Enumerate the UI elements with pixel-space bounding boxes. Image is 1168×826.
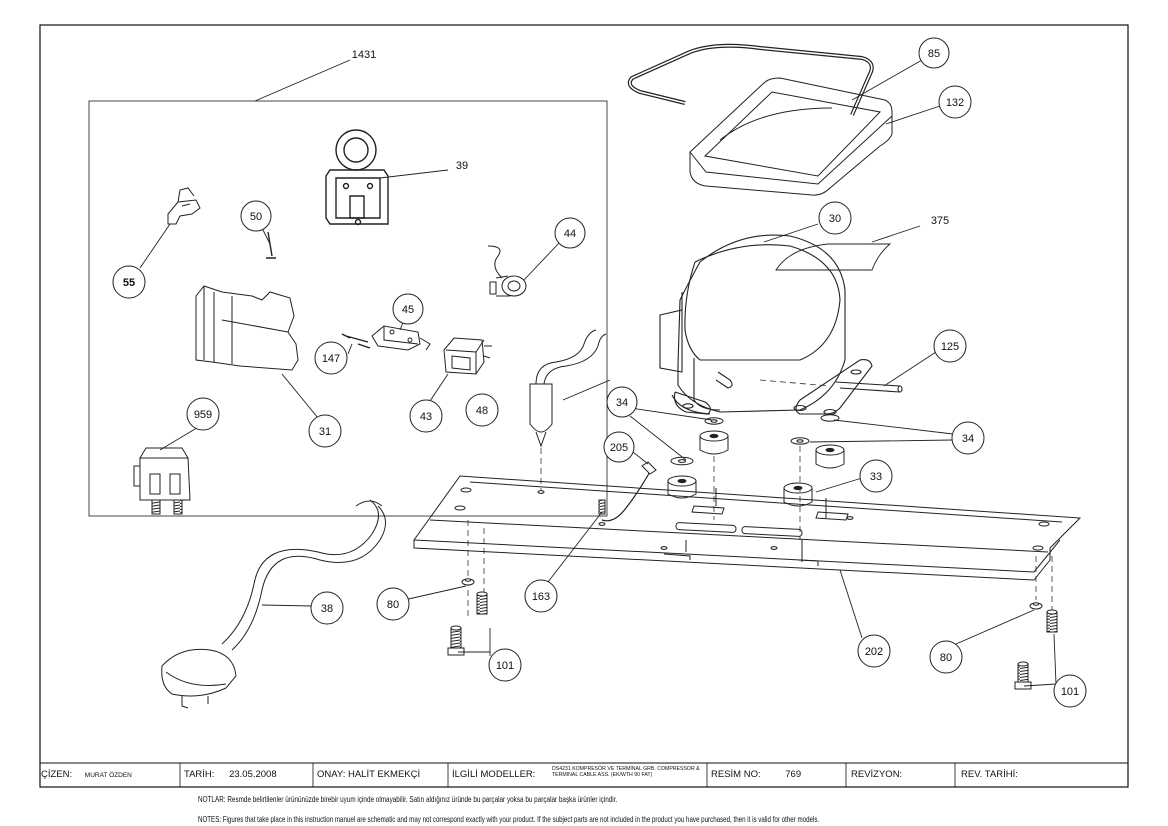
- onay-cell: ONAY: HALİT EKMEKÇİ: [317, 764, 447, 786]
- base-plate-202: [413, 475, 1082, 581]
- callout-205: 205: [610, 442, 628, 454]
- overload-45: [371, 325, 431, 351]
- callout-31: 31: [319, 426, 331, 438]
- callout-125: 125: [941, 341, 959, 353]
- resim-no-value: 769: [785, 769, 802, 780]
- rev-tarihi-cell: REV. TARİHİ:: [961, 764, 1121, 786]
- callout-50: 50: [250, 211, 262, 223]
- notes-turkish: NOTLAR: Resmde belirtilenler ürününüzde …: [198, 794, 618, 804]
- callout-959: 959: [194, 409, 212, 421]
- callout-55: 55: [123, 277, 135, 289]
- callout-43: 43: [420, 411, 432, 423]
- cover-31: [195, 285, 299, 371]
- callout-80-right: 80: [940, 652, 952, 664]
- callout-bubbles: [112, 37, 1087, 708]
- callout-34-right: 34: [962, 433, 974, 445]
- callout-202: 202: [865, 646, 883, 658]
- relay-bracket-39: [325, 129, 389, 226]
- tarih-cell: TARİH: 23.05.2008: [184, 764, 312, 786]
- leader-lines: [139, 59, 1057, 687]
- cizen-cell: ÇİZEN: MURAT ÖZDEN: [41, 764, 179, 786]
- capacitor-48: [529, 329, 607, 448]
- electrical-kit-box: [88, 100, 608, 517]
- resim-no-cell: RESİM NO: 769: [711, 764, 845, 786]
- tarih-label: TARİH:: [184, 769, 215, 780]
- cizen-value: MURAT ÖZDEN: [84, 772, 132, 779]
- callout-132: 132: [946, 97, 964, 109]
- callout-85: 85: [928, 48, 940, 60]
- pin-50: [266, 231, 276, 259]
- callout-38: 38: [321, 603, 333, 615]
- revizyon-cell: REVİZYON:: [851, 764, 954, 786]
- power-cord-38: [161, 499, 386, 709]
- callout-1431: 1431: [352, 49, 376, 61]
- callout-147: 147: [322, 353, 340, 365]
- callout-44: 44: [564, 228, 576, 240]
- tarih-value: 23.05.2008: [229, 769, 277, 780]
- callout-101-right: 101: [1061, 686, 1079, 698]
- cizen-label: ÇİZEN:: [41, 769, 73, 780]
- callout-375: 375: [931, 215, 949, 227]
- screws-right: [1014, 602, 1058, 690]
- callout-163: 163: [532, 591, 550, 603]
- modeller-cell: İLGİLİ MODELLER:: [452, 764, 552, 786]
- callout-34-left: 34: [616, 397, 628, 409]
- resim-no-label: RESİM NO:: [711, 769, 761, 780]
- callout-33: 33: [870, 471, 882, 483]
- callout-30: 30: [829, 213, 841, 225]
- thermostat-959: [133, 447, 191, 515]
- callout-39: 39: [456, 160, 468, 172]
- callout-45: 45: [402, 304, 414, 316]
- ground-wire-205: [601, 467, 653, 522]
- notes-english: NOTES: Figures that take place in this i…: [198, 814, 820, 824]
- title-block-grid: [179, 763, 956, 787]
- modeller-label: İLGİLİ MODELLER:: [452, 769, 536, 780]
- coil-44: [487, 245, 527, 297]
- modeller-value: DS4231 KOMPRESÖR VE TERMİNAL GRB. COMPRE…: [552, 766, 700, 778]
- revizyon-label: REVİZYON:: [851, 769, 903, 780]
- screws-left: [447, 578, 488, 656]
- drip-tray-132: [689, 77, 893, 196]
- callout-80-left: 80: [387, 599, 399, 611]
- rev-tarihi-label: REV. TARİHİ:: [961, 769, 1018, 780]
- relay-43: [443, 337, 492, 375]
- callout-101-left: 101: [496, 660, 514, 672]
- callout-48: 48: [476, 405, 488, 417]
- ground-screw-163: [598, 499, 606, 515]
- drawing-frame: [39, 24, 1129, 788]
- screw-147: [341, 333, 371, 349]
- label-sticker-375: [775, 243, 892, 271]
- callout-labels: 1431 85 132 39 50 55 44 30 375 45 147 31…: [123, 48, 1079, 698]
- clip-55: [167, 187, 201, 225]
- compressor-30: [659, 234, 903, 416]
- onay-label: ONAY: HALİT EKMEKÇİ: [317, 769, 421, 780]
